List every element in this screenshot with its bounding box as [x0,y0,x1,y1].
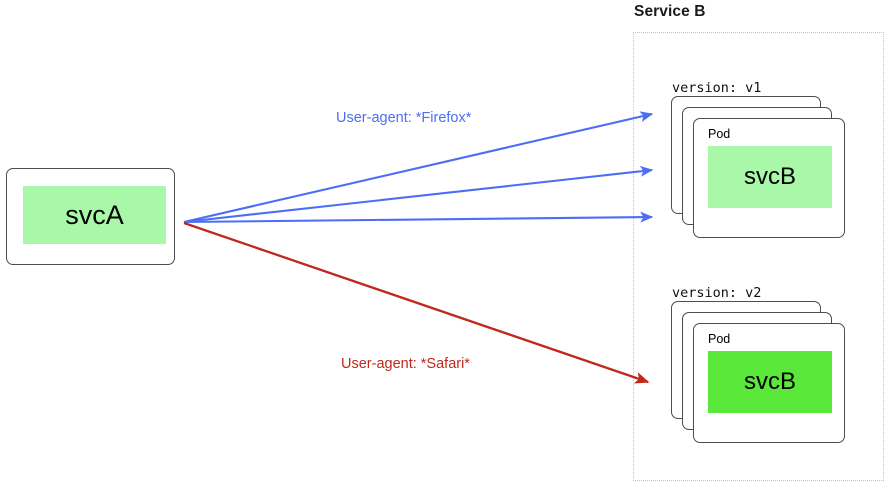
node-svca[interactable]: svcA [6,168,175,265]
pod-service-fill: svcB [708,146,832,208]
pod-label: Pod [708,332,731,346]
node-svca-fill: svcA [23,186,166,244]
pod-service-label: svcB [743,368,796,395]
pod-card-front[interactable]: Pod svcB [693,118,845,238]
node-svca-label: svcA [65,199,124,230]
service-group-title: Service B [634,3,706,20]
version-label-v2: version: v2 [672,285,762,301]
pod-stack-v2[interactable]: Pod svcB [671,301,846,451]
pod-service-label: svcB [743,163,796,190]
pod-label: Pod [708,127,731,141]
pod-stack-v1[interactable]: Pod svcB [671,96,846,246]
version-label-v1: version: v1 [672,80,762,96]
pod-card-front[interactable]: Pod svcB [693,323,845,443]
arrow-firefox-3 [183,211,654,224]
pod-service-fill: svcB [708,351,832,413]
arrow-firefox-1 [183,111,654,224]
edge-label-safari: User-agent: *Safari* [341,356,470,372]
edge-label-firefox: User-agent: *Firefox* [336,110,472,126]
arrow-firefox-2 [183,165,654,224]
